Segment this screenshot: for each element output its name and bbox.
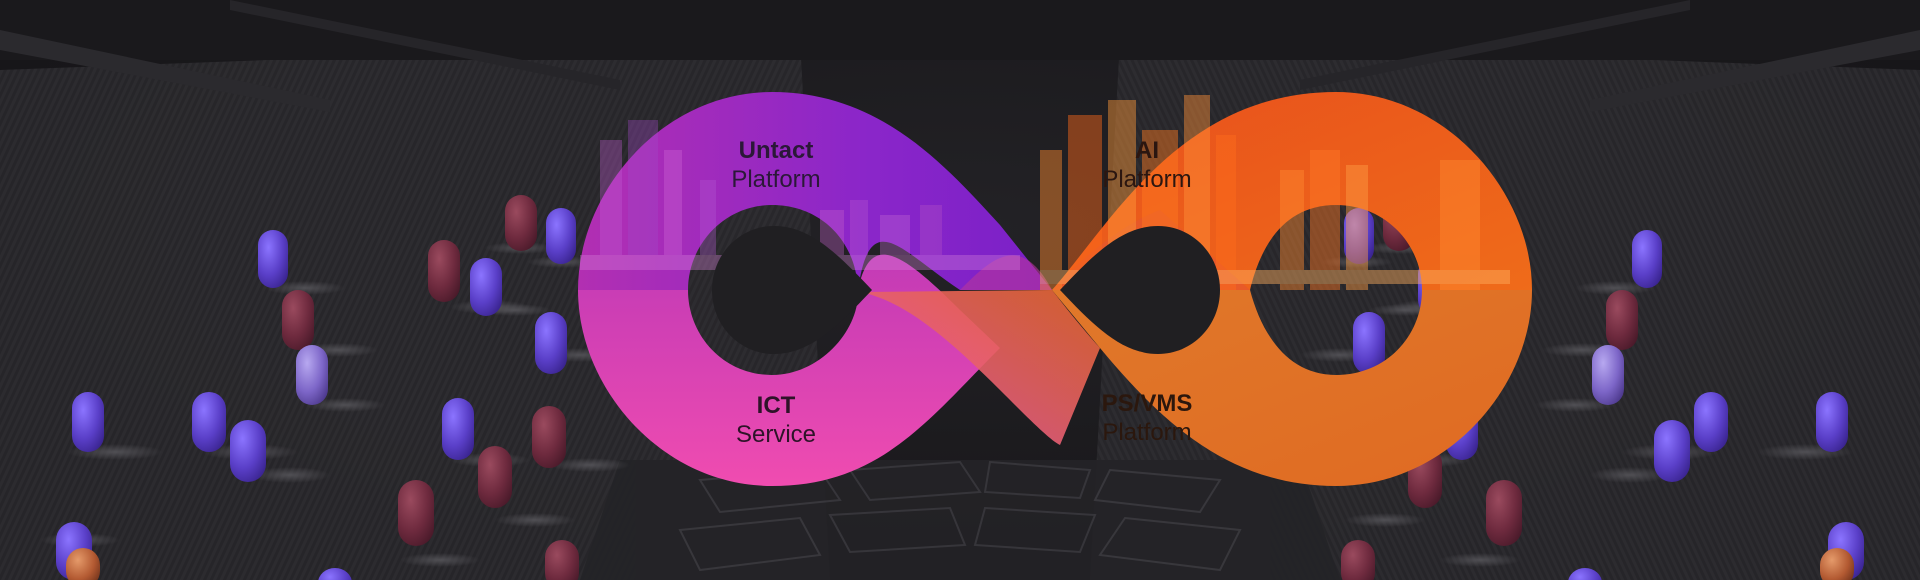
floor-pill-markers-left xyxy=(40,195,630,580)
segment-title: Untact xyxy=(738,137,814,164)
segment-title: ICT xyxy=(756,392,796,419)
segment-label-untact: Untact Platform xyxy=(676,137,876,195)
segment-subtitle: Service xyxy=(735,420,817,448)
segment-subtitle: Platform xyxy=(1102,165,1192,193)
infinity-loop-graphic xyxy=(578,92,1532,486)
segment-label-psvms: PS/VMS Platform xyxy=(1047,390,1247,448)
segment-title: PS/VMS xyxy=(1101,390,1193,417)
segment-subtitle: Platform xyxy=(1102,418,1192,446)
segment-label-ai: AI Platform xyxy=(1047,137,1247,195)
segment-label-ict: ICT Service xyxy=(676,392,876,450)
segment-subtitle: Platform xyxy=(731,165,821,193)
segment-title: AI xyxy=(1135,137,1159,164)
center-floor-grid xyxy=(580,460,1340,580)
